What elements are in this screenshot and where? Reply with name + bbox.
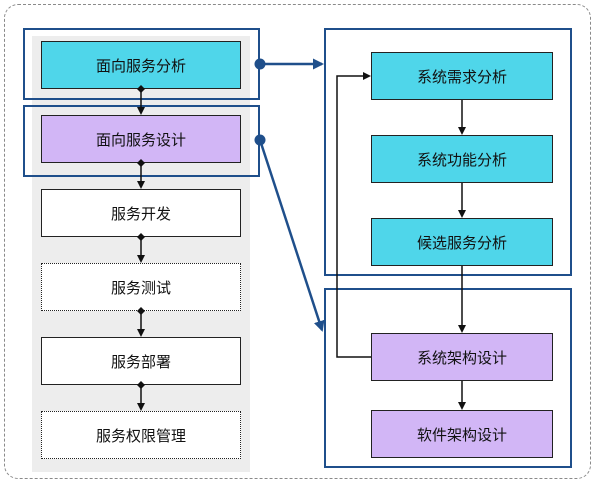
service-development-label: 服务开发	[110, 204, 171, 223]
feedback-loop-arrow	[336, 72, 371, 358]
service-permission-mgmt-box: 服务权限管理	[41, 411, 241, 459]
candidate-service-analysis-label: 候选服务分析	[416, 233, 507, 252]
service-development-box: 服务开发	[41, 189, 241, 237]
system-architecture-design-box: 系统架构设计	[371, 333, 553, 381]
service-testing-label: 服务测试	[110, 278, 171, 297]
system-architecture-design-label: 系统架构设计	[416, 348, 507, 367]
expansion-connectors	[258, 58, 325, 332]
diamond-icon	[137, 307, 145, 315]
design-detail-group	[324, 288, 572, 468]
service-design-box: 面向服务设计	[41, 115, 241, 163]
connector-dot-icon	[254, 134, 266, 146]
service-deployment-label: 服务部署	[110, 352, 171, 371]
analysis-detail-group	[324, 28, 572, 276]
diamond-icon	[137, 233, 145, 241]
system-function-analysis-label: 系统功能分析	[416, 150, 507, 169]
connector-dot-icon	[254, 58, 266, 70]
system-function-analysis-box: 系统功能分析	[371, 135, 553, 183]
expand-design-arrow	[258, 139, 325, 332]
diamond-icon	[137, 85, 145, 93]
candidate-service-analysis-box: 候选服务分析	[371, 218, 553, 266]
service-design-label: 面向服务设计	[95, 130, 186, 149]
software-architecture-design-label: 软件架构设计	[416, 425, 507, 444]
service-analysis-label: 面向服务分析	[95, 56, 186, 75]
diamond-icon	[137, 159, 145, 167]
system-requirements-analysis-box: 系统需求分析	[371, 52, 553, 100]
service-deployment-box: 服务部署	[41, 337, 241, 385]
system-requirements-analysis-label: 系统需求分析	[416, 67, 507, 86]
outer-dashed-frame	[4, 4, 591, 479]
right-flow-arrows	[336, 72, 466, 410]
diamond-icon	[137, 381, 145, 389]
software-architecture-design-box: 软件架构设计	[371, 410, 553, 458]
service-permission-mgmt-label: 服务权限管理	[95, 426, 186, 445]
service-testing-box: 服务测试	[41, 263, 241, 311]
left-flow-arrows	[137, 85, 145, 411]
